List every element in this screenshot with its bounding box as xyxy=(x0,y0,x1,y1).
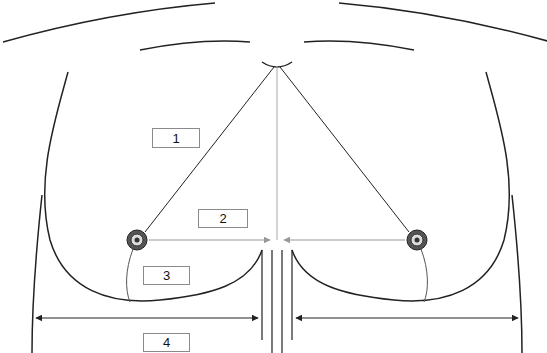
callout-box: 4 xyxy=(143,333,190,352)
sternum-line xyxy=(271,250,272,353)
sternal-nipple-line xyxy=(145,67,274,232)
inner-boundary xyxy=(261,250,262,340)
areola xyxy=(127,230,147,250)
shoulder-line xyxy=(339,3,547,42)
areola-inner xyxy=(131,234,143,246)
width-line xyxy=(296,318,518,319)
width-line xyxy=(36,318,258,319)
callout-number: 2 xyxy=(219,212,226,225)
inner-boundary xyxy=(291,250,292,340)
areola-inner xyxy=(411,234,423,246)
clavicle-line xyxy=(140,41,250,50)
clavicle-line xyxy=(304,41,414,50)
nipple-midline-line xyxy=(149,240,270,241)
breast-contour xyxy=(45,72,262,301)
left-half xyxy=(3,3,274,353)
callout-number: 1 xyxy=(172,132,179,145)
torso-side xyxy=(512,195,522,353)
sternum-line xyxy=(281,250,282,353)
callout-box: 1 xyxy=(152,128,200,148)
torso-side xyxy=(32,195,42,353)
sternal-nipple-line xyxy=(280,67,409,232)
areola xyxy=(407,230,427,250)
nipple-fold-line xyxy=(127,249,133,302)
callout-number: 3 xyxy=(163,269,170,282)
right-half xyxy=(280,3,547,353)
nipple xyxy=(415,238,420,243)
callout-number: 4 xyxy=(163,336,170,349)
midline xyxy=(277,66,278,240)
callout-box: 2 xyxy=(198,209,248,228)
nipple xyxy=(135,238,140,243)
nipple-fold-line xyxy=(421,249,427,302)
shoulder-line xyxy=(3,3,215,42)
callout-box: 3 xyxy=(143,266,190,285)
nipple-midline-line xyxy=(284,240,405,241)
breast-contour xyxy=(292,72,509,301)
